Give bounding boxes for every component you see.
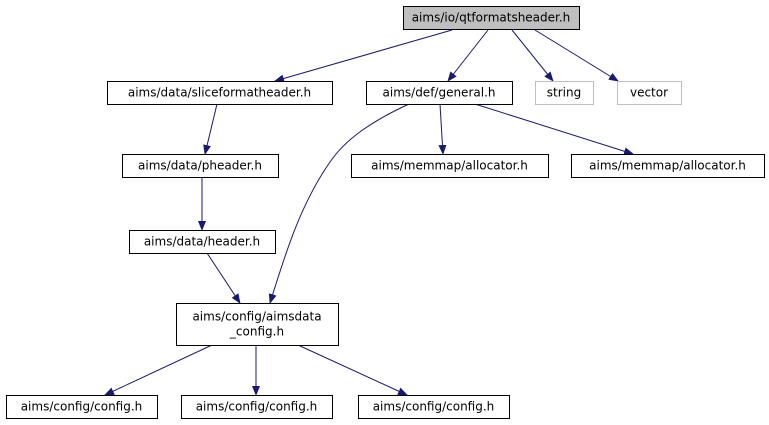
node-box [122, 154, 279, 178]
node-box [571, 154, 765, 178]
node-label: aims/io/qtformatsheader.h [412, 11, 571, 25]
edge-sliceformatheader-to-pheader [203, 103, 218, 155]
node-config1[interactable]: aims/config/config.h [6, 395, 158, 419]
node-box [107, 81, 333, 105]
node-config2[interactable]: aims/config/config.h [181, 395, 333, 419]
node-label: aims/config/config.h [373, 400, 495, 414]
node-label: aims/memmap/allocator.h [371, 159, 528, 173]
node-label: aims/config/config.h [21, 400, 143, 414]
edges [104, 29, 634, 396]
node-box [403, 6, 580, 30]
node-label: aims/config/aimsdata [192, 310, 321, 324]
node-config3[interactable]: aims/config/config.h [358, 395, 510, 419]
node-sliceformatheader[interactable]: aims/data/sliceformatheader.h [107, 81, 333, 105]
node-box [535, 81, 594, 105]
node-label: aims/memmap/allocator.h [589, 159, 746, 173]
node-label: _config.h [229, 325, 284, 339]
node-aimsdata_config[interactable]: aims/config/aimsdata_config.h [176, 303, 339, 346]
node-header[interactable]: aims/data/header.h [129, 230, 276, 254]
node-label: vector [630, 86, 668, 100]
node-label: aims/def/general.h [383, 86, 496, 100]
edge-qtformatsheader-to-string [511, 29, 554, 82]
node-vector[interactable]: vector [617, 81, 682, 105]
node-string[interactable]: string [535, 81, 594, 105]
nodes: aims/io/qtformatsheader.h aims/data/slice… [6, 6, 765, 419]
node-label: string [547, 86, 581, 100]
edge-aimsdata_config-to-config1 [104, 344, 213, 396]
edge-aimsdata_config-to-config3 [297, 344, 408, 396]
edge-general-to-allocator2 [474, 103, 634, 156]
node-box [617, 81, 682, 105]
edge-general-to-aimsdata_config [268, 103, 410, 304]
node-allocator2[interactable]: aims/memmap/allocator.h [571, 154, 765, 178]
node-pheader[interactable]: aims/data/pheader.h [122, 154, 279, 178]
edge-qtformatsheader-to-vector [534, 29, 619, 82]
node-qtformatsheader[interactable]: aims/io/qtformatsheader.h [403, 6, 580, 30]
node-allocator1[interactable]: aims/memmap/allocator.h [351, 154, 549, 178]
edge-header-to-aimsdata_config [206, 252, 241, 304]
node-label: aims/data/header.h [144, 235, 260, 249]
node-box [129, 230, 276, 254]
node-box [351, 154, 549, 178]
edge-general-to-allocator1 [438, 103, 447, 155]
node-label: aims/data/sliceformatheader.h [128, 86, 311, 100]
node-box [181, 395, 333, 419]
node-box [176, 303, 339, 346]
node-box [358, 395, 510, 419]
node-label: aims/config/config.h [196, 400, 318, 414]
node-box [6, 395, 158, 419]
node-box [366, 81, 513, 105]
edge-qtformatsheader-to-sliceformatheader [274, 29, 453, 83]
node-label: aims/data/pheader.h [138, 159, 262, 173]
edge-qtformatsheader-to-general [447, 29, 489, 82]
node-general[interactable]: aims/def/general.h [366, 81, 513, 105]
